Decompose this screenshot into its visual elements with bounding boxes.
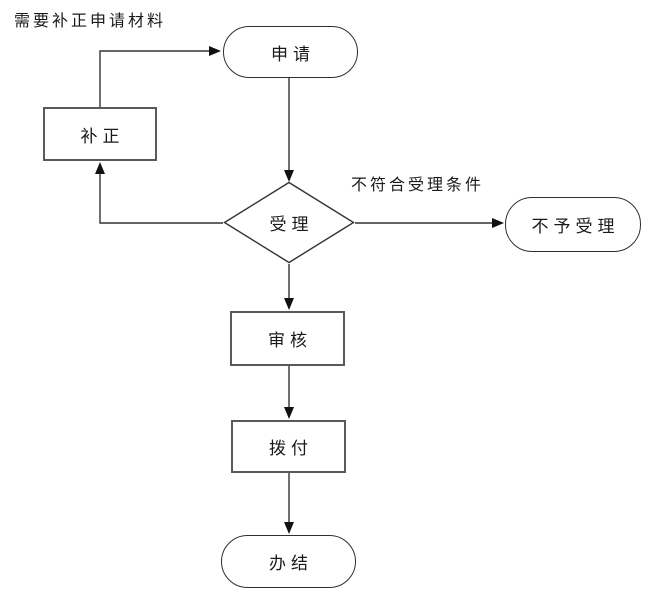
- annotation-need-correction: 需要补正申请材料: [14, 13, 167, 30]
- node-reject: 不予受理: [505, 197, 641, 252]
- edge-label-reject-condition: 不符合受理条件: [351, 177, 485, 194]
- node-complete: 办结: [221, 535, 356, 588]
- edge-accept-to-correct: [95, 162, 223, 224]
- diamond-shape: [223, 181, 355, 264]
- node-review: 审核: [230, 311, 345, 366]
- node-accept-label: 受理: [269, 215, 314, 234]
- node-apply: 申请: [223, 26, 358, 78]
- edge-correct-to-apply: [99, 46, 221, 107]
- node-correct: 补正: [43, 107, 157, 161]
- node-accept-decision: 受理: [223, 181, 355, 264]
- node-disburse: 拨付: [231, 420, 346, 473]
